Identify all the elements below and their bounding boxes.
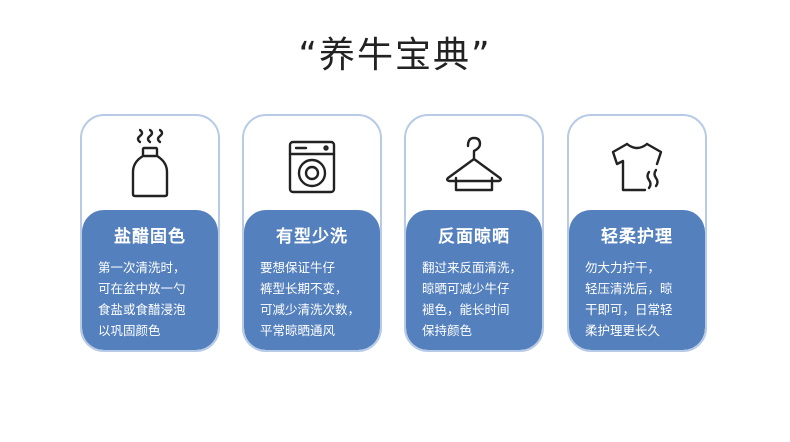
card-line: 柔护理更长久 [585, 323, 661, 338]
card-line: 轻压清洗后，晾 [585, 281, 673, 296]
tip-card-less-washing: 有型少洗 要想保证牛仔 裤型长期不变， 可减少清洗次数， 平常晾晒通风 [242, 114, 382, 352]
tip-card-gentle-care: 轻柔护理 勿大力拧干， 轻压清洗后，晾 干即可，日常轻 柔护理更长久 [567, 114, 707, 352]
card-line: 翻过来反面清洗， [422, 260, 523, 275]
hanger-icon [446, 136, 502, 192]
card-icon-area [406, 116, 542, 210]
card-line: 要想保证牛仔 [260, 260, 336, 275]
card-line: 晾晒可减少牛仔 [422, 281, 510, 296]
tip-card-salt-vinegar: 盐醋固色 第一次清洗时， 可在盆中放一勺 食盐或食醋浸泡 以巩固颜色 [80, 114, 220, 352]
card-panel: 反面晾晒 翻过来反面清洗， 晾晒可减少牛仔 褪色，能长时间 保持颜色 [406, 210, 542, 350]
shirt-icon [611, 142, 663, 192]
card-icon-area [244, 116, 380, 210]
card-description: 翻过来反面清洗， 晾晒可减少牛仔 褪色，能长时间 保持颜色 [406, 249, 542, 341]
card-description: 要想保证牛仔 裤型长期不变， 可减少清洗次数， 平常晾晒通风 [244, 249, 380, 341]
card-icon-area [82, 116, 218, 210]
card-line: 保持颜色 [422, 323, 473, 338]
card-panel: 轻柔护理 勿大力拧干， 轻压清洗后，晾 干即可，日常轻 柔护理更长久 [569, 210, 705, 350]
card-line: 可减少清洗次数， [260, 302, 361, 317]
card-description: 勿大力拧干， 轻压清洗后，晾 干即可，日常轻 柔护理更长久 [569, 249, 705, 341]
card-panel: 有型少洗 要想保证牛仔 裤型长期不变， 可减少清洗次数， 平常晾晒通风 [244, 210, 380, 350]
card-heading: 有型少洗 [276, 227, 348, 247]
page-title: “养牛宝典” [298, 35, 492, 76]
tip-card-inside-out-drying: 反面晾晒 翻过来反面清洗， 晾晒可减少牛仔 褪色，能长时间 保持颜色 [404, 114, 544, 352]
card-description: 第一次清洗时， 可在盆中放一勺 食盐或食醋浸泡 以巩固颜色 [82, 249, 218, 341]
card-line: 食盐或食醋浸泡 [98, 302, 186, 317]
card-line: 平常晾晒通风 [260, 323, 336, 338]
card-panel: 盐醋固色 第一次清洗时， 可在盆中放一勺 食盐或食醋浸泡 以巩固颜色 [82, 210, 218, 350]
card-heading: 反面晾晒 [438, 227, 510, 247]
washing-machine-icon [288, 140, 336, 194]
card-line: 可在盆中放一勺 [98, 281, 186, 296]
card-heading: 盐醋固色 [114, 227, 186, 247]
card-icon-area [569, 116, 705, 210]
card-line: 以巩固颜色 [98, 323, 161, 338]
card-line: 勿大力拧干， [585, 260, 661, 275]
card-line: 干即可，日常轻 [585, 302, 673, 317]
card-line: 褪色，能长时间 [422, 302, 510, 317]
salt-bottle-icon [131, 128, 169, 198]
card-heading: 轻柔护理 [601, 227, 673, 247]
card-line: 第一次清洗时， [98, 260, 186, 275]
card-line: 裤型长期不变， [260, 281, 348, 296]
